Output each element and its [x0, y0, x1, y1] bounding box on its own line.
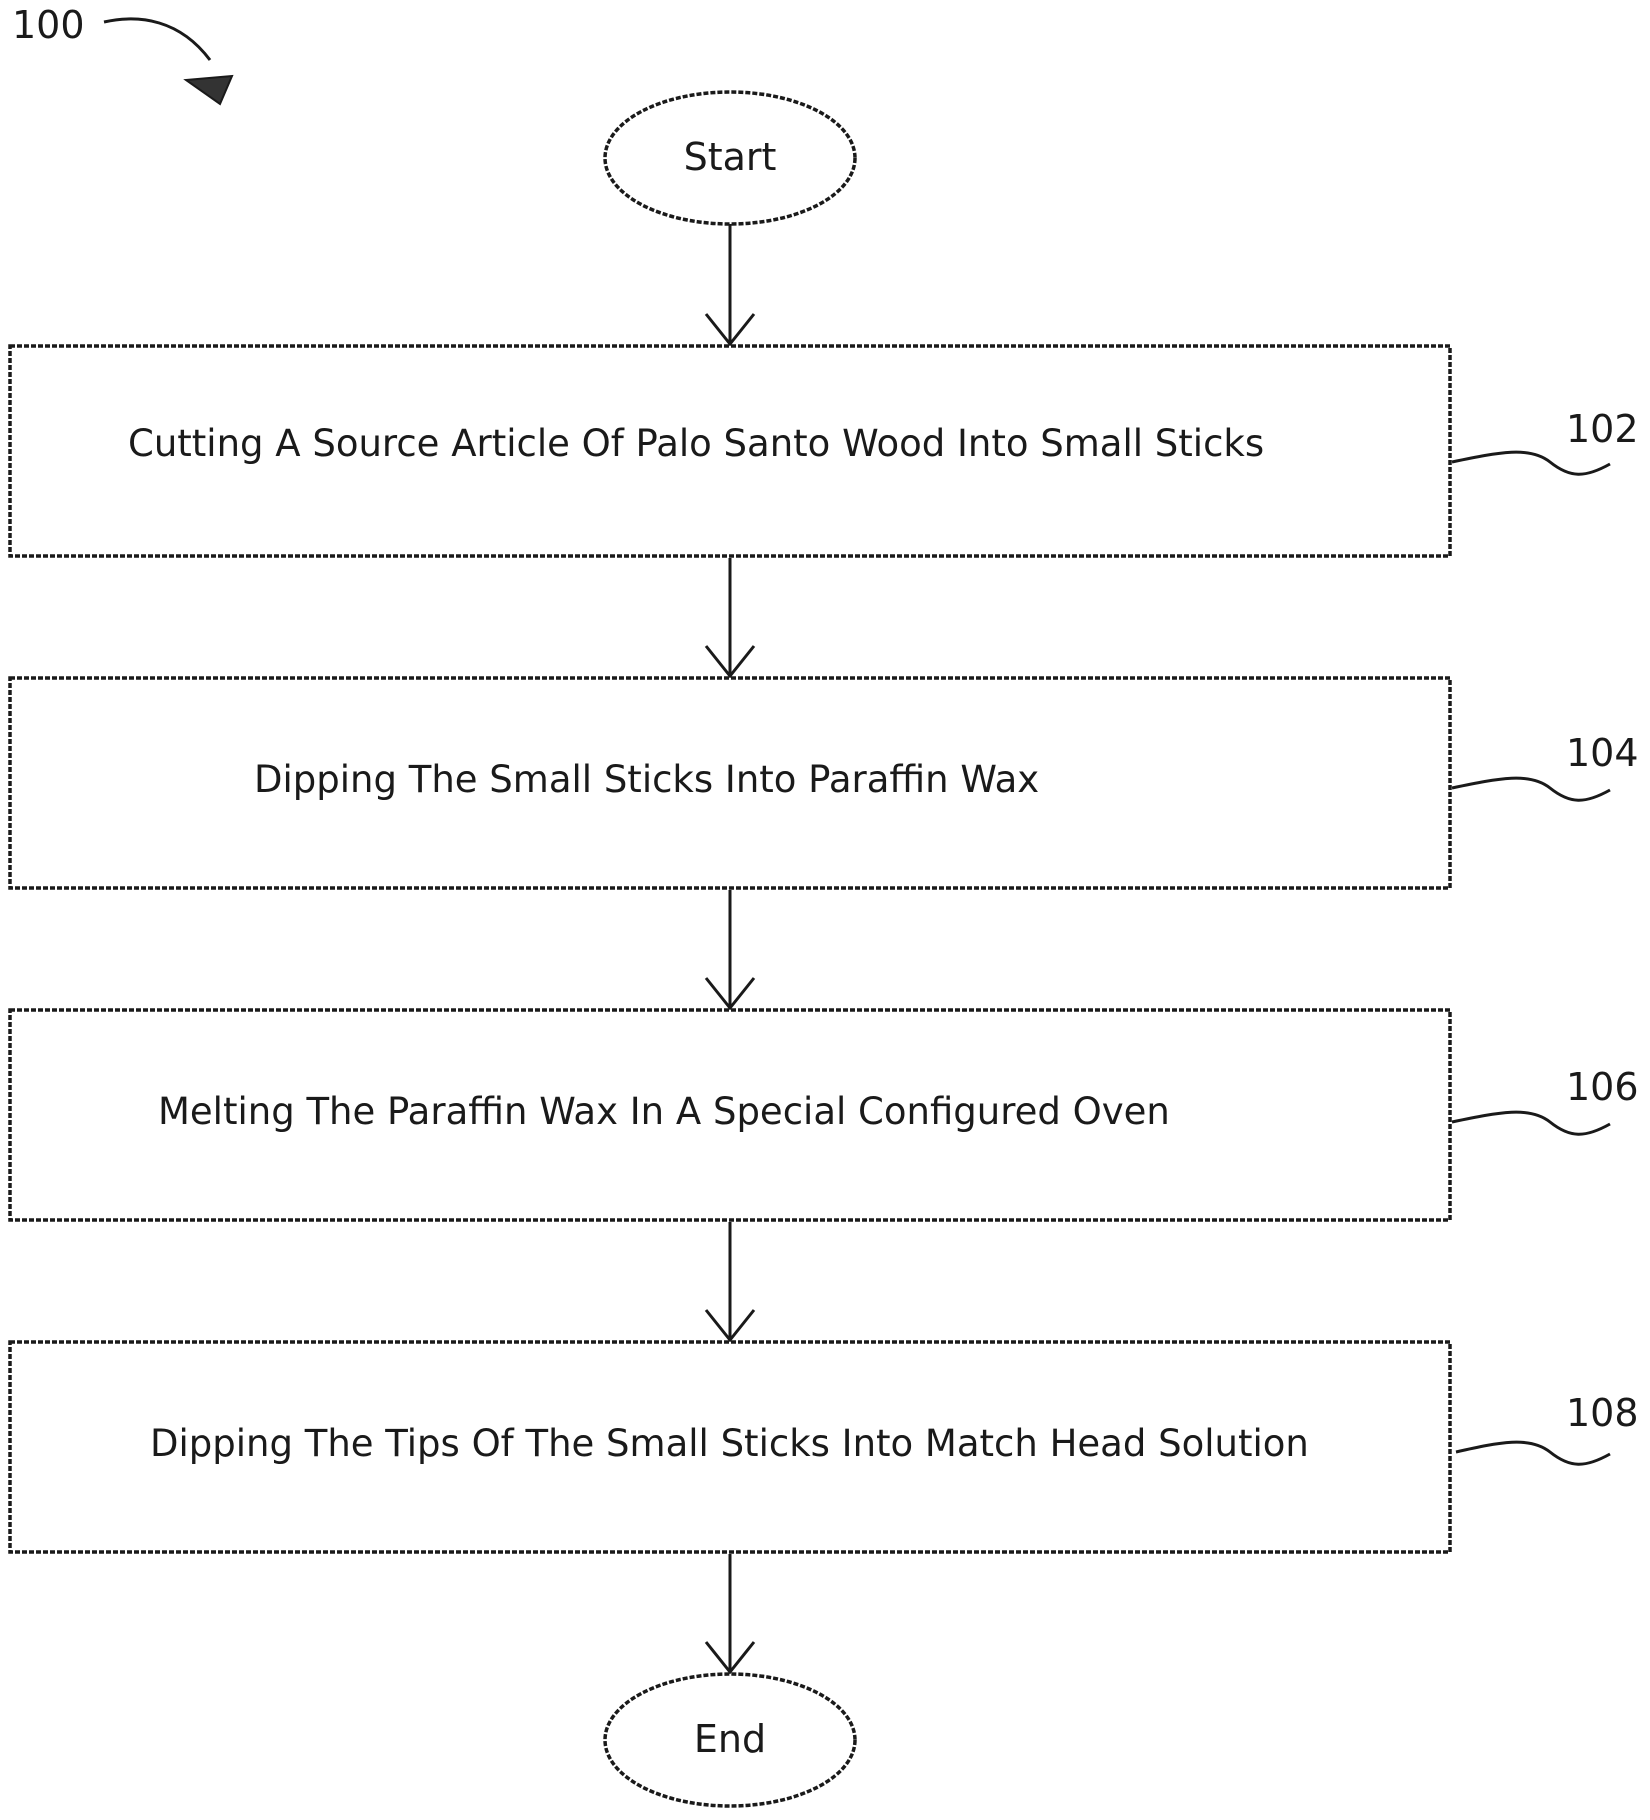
end-label: End	[694, 1717, 766, 1761]
step-label-106: Melting The Paraffin Wax In A Special Co…	[158, 1090, 1170, 1133]
leader-108	[1456, 1442, 1610, 1464]
start-label: Start	[684, 135, 777, 179]
step-label-108: Dipping The Tips Of The Small Sticks Int…	[150, 1422, 1309, 1465]
step-label-104: Dipping The Small Sticks Into Paraffin W…	[254, 758, 1039, 801]
ref-label-104: 104	[1566, 731, 1639, 775]
ref-label-106: 106	[1566, 1065, 1639, 1109]
leader-106	[1452, 1112, 1610, 1134]
figure-arrowhead	[186, 76, 232, 104]
leader-104	[1452, 778, 1610, 800]
figure-number: 100	[12, 3, 85, 47]
figure-arrow	[104, 19, 210, 60]
step-label-102: Cutting A Source Article Of Palo Santo W…	[128, 422, 1264, 465]
ref-label-102: 102	[1566, 407, 1639, 451]
ref-label-108: 108	[1566, 1391, 1639, 1435]
leader-102	[1452, 452, 1610, 474]
